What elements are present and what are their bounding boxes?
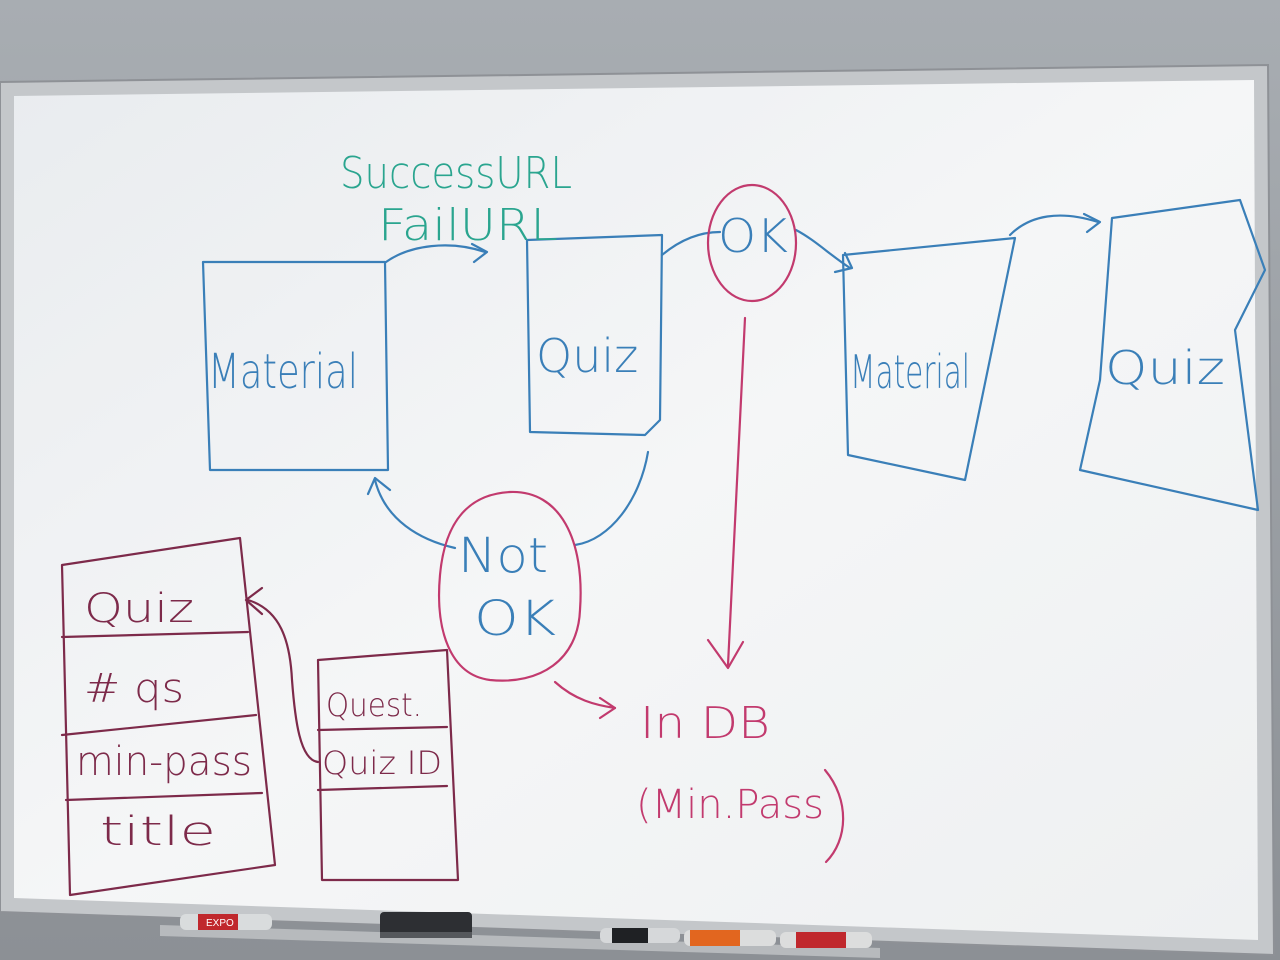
db-label-line1: In DB — [640, 698, 770, 749]
foreign-key-arrow — [246, 598, 320, 764]
arrow-ok-to-db — [726, 316, 747, 667]
quiz-table-row-divider-3 — [64, 791, 264, 802]
db-label-line2: (Min.Pass — [636, 782, 824, 828]
quiz-table-field-3: min-pass — [76, 739, 252, 785]
quest-table-field-1: Quest. — [326, 686, 422, 724]
quiz-table-field-2: # qs — [84, 666, 184, 712]
red-marker-right — [780, 932, 872, 948]
marker-tray — [160, 925, 880, 958]
material-label-1: Material — [208, 344, 358, 400]
material-box-1 — [201, 260, 390, 472]
quiz-table-row-divider-2 — [60, 713, 258, 737]
quiz-table-field-1: Quiz — [84, 586, 194, 632]
quiz-label-1: Quiz — [536, 329, 638, 383]
db-close-paren — [823, 768, 845, 864]
quiz-label-2: Quiz — [1105, 341, 1225, 395]
arrow-material2-to-quiz2 — [1008, 214, 1100, 237]
material-box-2 — [841, 236, 1017, 482]
arrow-material-to-quiz — [384, 244, 487, 264]
arrow-notok-to-material — [373, 478, 457, 550]
not-ok-label-line1: Not — [458, 528, 548, 584]
fail-url-label: FailURL — [378, 200, 558, 251]
quiz-table-field-4: title — [100, 809, 216, 855]
arrow-notok-to-db — [553, 680, 617, 710]
marker-brand: EXPO — [206, 918, 234, 929]
success-url-label: SuccessURL — [340, 148, 572, 199]
eraser — [380, 912, 472, 938]
arrow-quiz-to-notok — [573, 450, 650, 547]
ok-circle — [706, 183, 798, 303]
red-marker-left: EXPO — [180, 914, 272, 930]
quest-table-field-2: Quiz ID — [322, 744, 442, 782]
quiz-box-2 — [1078, 198, 1267, 512]
arrow-quiz-to-ok — [660, 230, 722, 257]
quiz-table-outline — [60, 536, 277, 897]
quiz-table-row-divider-1 — [60, 630, 250, 639]
ok-label: OK — [718, 209, 788, 263]
quest-table-row-divider-1 — [316, 725, 449, 732]
not-ok-label-line2: OK — [474, 591, 556, 647]
material-label-2: Material — [850, 345, 970, 399]
quest-table-row-divider-2 — [316, 784, 449, 792]
quiz-box-1 — [525, 233, 664, 437]
not-ok-circle — [438, 490, 582, 682]
quest-table-outline — [316, 648, 460, 882]
orange-marker — [684, 930, 776, 946]
whiteboard-surface — [14, 80, 1258, 940]
black-marker — [600, 928, 680, 943]
arrow-ok-to-material — [794, 228, 852, 270]
